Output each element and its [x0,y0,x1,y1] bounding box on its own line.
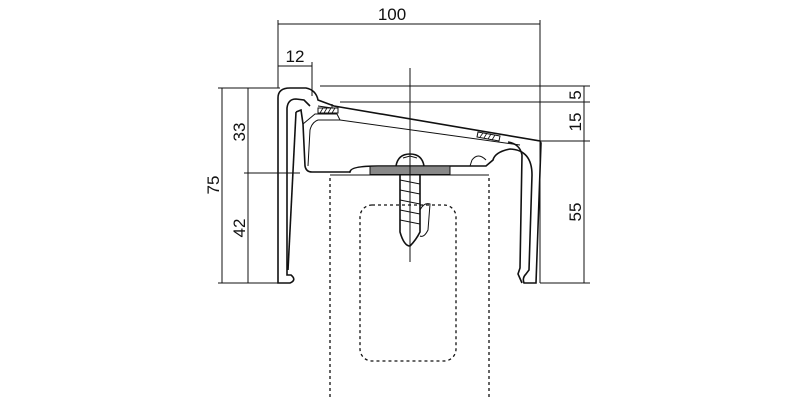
dim-overall-width: 100 [378,5,406,24]
dim-upper-height: 33 [230,123,249,142]
dim-right-top: 5 [566,90,585,99]
dimension-lines [218,20,590,284]
dim-right-slope: 15 [566,113,585,132]
dim-overall-height: 75 [204,176,223,195]
seal-strip-left [317,107,339,114]
dim-lower-height: 42 [230,219,249,238]
dim-right-leg: 55 [566,203,585,222]
base-plate [369,165,451,175]
seal-strip-right [476,131,501,142]
screw [395,153,431,247]
cover-profile [277,87,542,284]
dim-lip-width: 12 [286,47,305,66]
